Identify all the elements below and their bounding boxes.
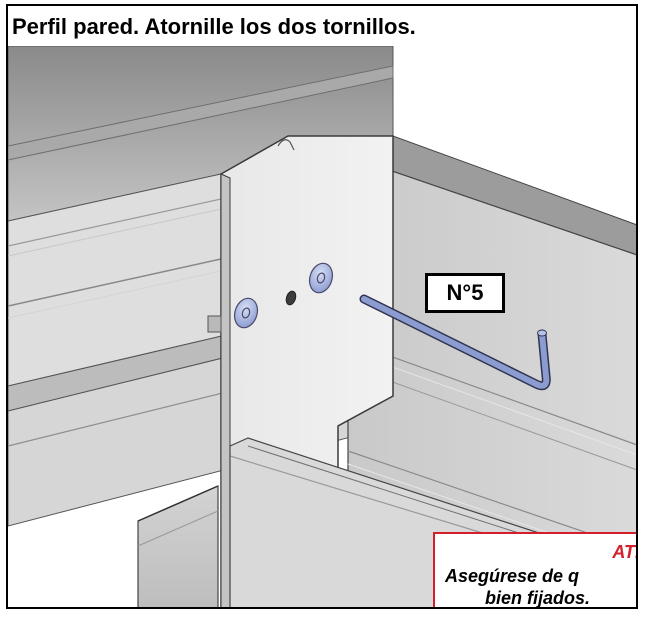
screw-hole-icon xyxy=(285,290,297,306)
lower-profile xyxy=(137,485,219,607)
hex-key-icon xyxy=(359,294,551,391)
tool-size-label: N°5 xyxy=(425,273,505,313)
warning-title: ATE xyxy=(612,542,636,562)
wall-profile-groove xyxy=(8,65,394,161)
assembly-drawing xyxy=(8,45,636,607)
instruction-title: Perfil pared. Atornille los dos tornillo… xyxy=(8,6,426,46)
warning-text-line2: bien fijados. xyxy=(485,588,591,608)
instruction-illustration: Perfil pared. Atornille los dos tornillo… xyxy=(6,4,638,609)
screw-left-icon xyxy=(233,297,259,329)
warning-text-line1: Asegúrese de q xyxy=(445,566,580,586)
warning-box: ATE Asegúrese de q bien fijados. xyxy=(433,532,636,608)
screw-right-icon xyxy=(308,262,334,294)
